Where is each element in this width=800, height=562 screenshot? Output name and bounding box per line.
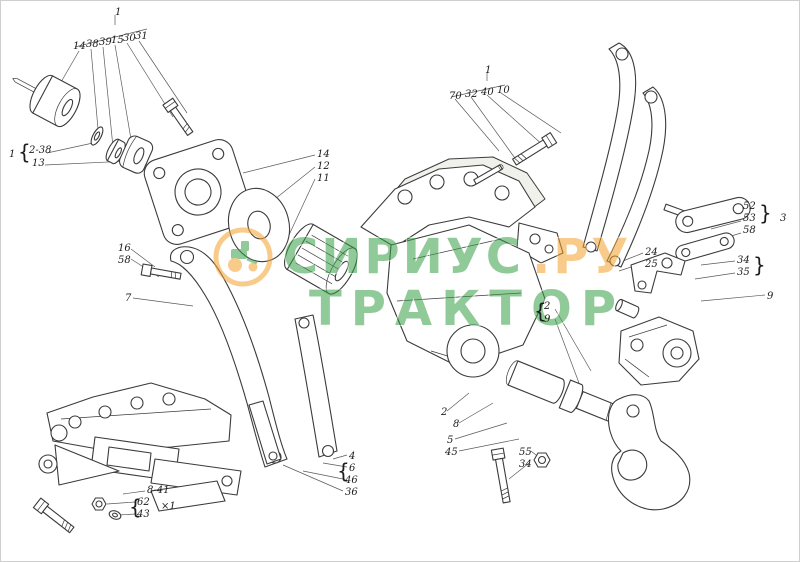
roller-pin <box>615 298 640 319</box>
bolt-bottom-left <box>32 497 75 534</box>
cushion-block <box>118 135 154 174</box>
housing <box>386 224 546 378</box>
lower-bracket <box>46 382 232 452</box>
lift-rod-a <box>582 42 637 253</box>
left-link <box>294 314 338 458</box>
bolt-upper <box>512 132 558 166</box>
washer-bottom <box>108 510 122 520</box>
lift-rod-b <box>606 86 667 268</box>
flange-plate <box>143 139 253 245</box>
bushing-cylinder <box>12 74 81 128</box>
rocker-lever <box>630 252 686 294</box>
main-bracket <box>360 164 536 248</box>
nut-bottom-center <box>533 452 551 468</box>
spring-barrel <box>284 223 358 295</box>
clevis-bracket <box>618 316 700 386</box>
nut-small <box>91 497 107 511</box>
pin-upper <box>473 164 504 185</box>
left-strap <box>248 400 282 465</box>
link-plate <box>675 196 751 234</box>
tow-hook <box>607 394 691 511</box>
foot-plate <box>150 480 226 512</box>
washer-small <box>90 126 104 146</box>
bolt-left <box>140 263 182 280</box>
stud-bolt <box>162 97 194 136</box>
bolt-bottom-center <box>490 447 511 504</box>
link-plate-2 <box>675 232 735 262</box>
eye-ring <box>38 454 58 474</box>
